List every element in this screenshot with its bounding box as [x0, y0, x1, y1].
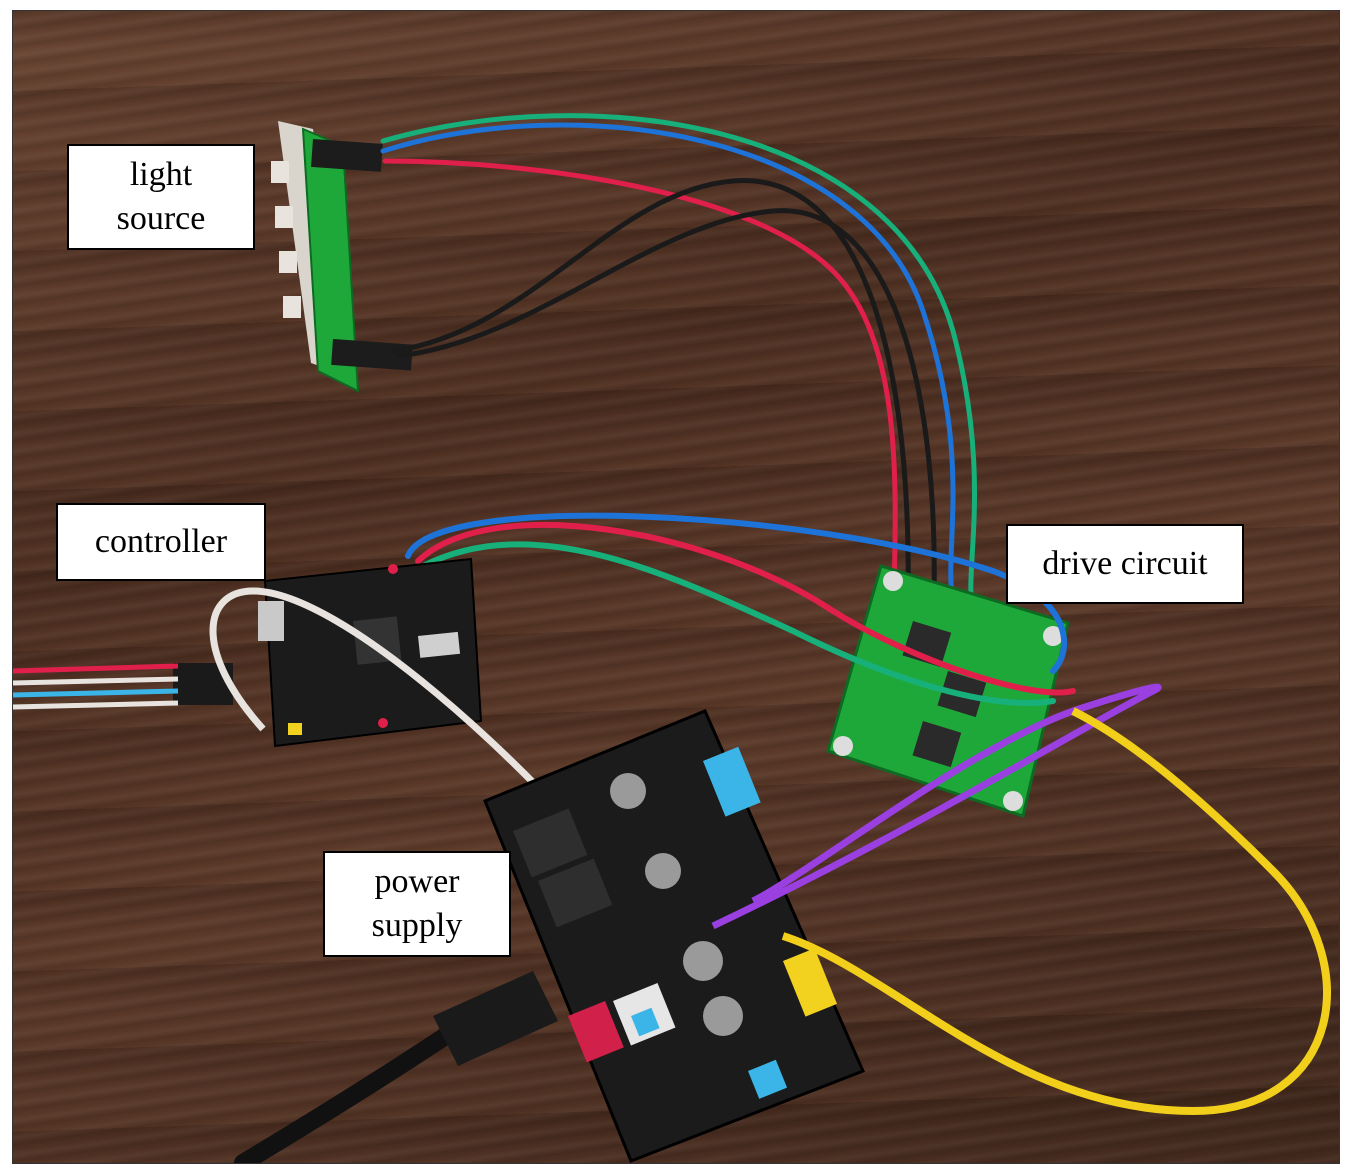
- controller-board: [173, 557, 483, 748]
- light-source-board: [271, 121, 413, 393]
- dc-power-cable: [234, 971, 558, 1163]
- drive-circuit-label: drive circuit: [1006, 524, 1244, 604]
- light-wires: [380, 113, 978, 654]
- power-supply-board: [483, 709, 866, 1163]
- power-supply-label-line1: power: [374, 863, 460, 900]
- light-source-label-line2: source: [116, 200, 206, 237]
- light-source-label-line1: light: [129, 156, 193, 193]
- controller-wires: [405, 512, 1076, 706]
- yellow-wire: [781, 707, 1331, 1116]
- left-wires: [13, 663, 179, 710]
- hardware-scene: [13, 113, 1331, 1163]
- power-supply-label-line2: supply: [371, 907, 463, 944]
- controller-label-text: controller: [94, 523, 228, 560]
- power-supply-label: power supply: [323, 851, 511, 957]
- drive-circuit-label-text: drive circuit: [1042, 545, 1208, 582]
- photo: light source controller drive circuit po…: [12, 10, 1340, 1164]
- light-source-label: light source: [67, 144, 255, 250]
- purple-wire: [711, 683, 1162, 930]
- controller-label: controller: [56, 503, 266, 581]
